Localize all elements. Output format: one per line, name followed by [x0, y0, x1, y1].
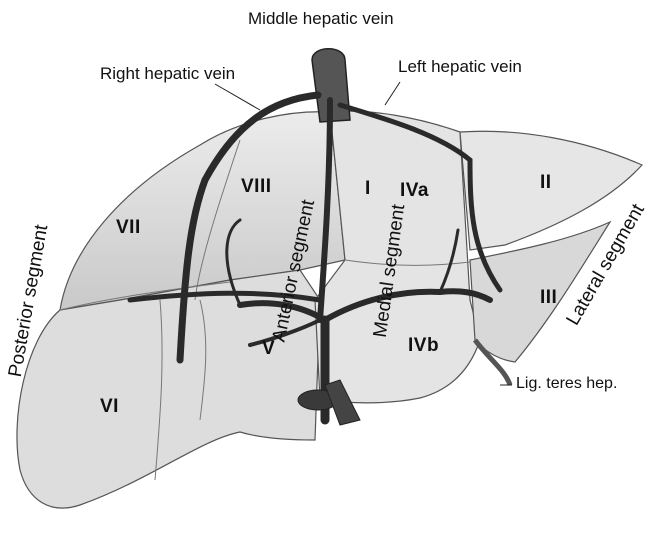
middle-hepatic-vein-label: Middle hepatic vein — [248, 9, 394, 29]
segment-VI-label: VI — [100, 396, 119, 418]
segment-III-label: III — [540, 287, 557, 309]
left-hepatic-vein-pointer — [385, 82, 400, 105]
segment-II-label: II — [540, 172, 552, 194]
right-hepatic-vein-label: Right hepatic vein — [100, 64, 235, 84]
segment-I-label: I — [365, 178, 371, 200]
left-hepatic-vein-label: Left hepatic vein — [398, 57, 522, 77]
segment-IVb-label: IVb — [408, 335, 439, 357]
segment-V-label: V — [262, 338, 275, 360]
segment-IVa-label: IVa — [400, 180, 429, 202]
right-hepatic-vein-pointer — [215, 84, 260, 110]
segment-VIII-label: VIII — [241, 176, 272, 198]
lig-teres-label: Lig. teres hep. — [516, 375, 617, 393]
segment-VII-label: VII — [116, 217, 141, 239]
